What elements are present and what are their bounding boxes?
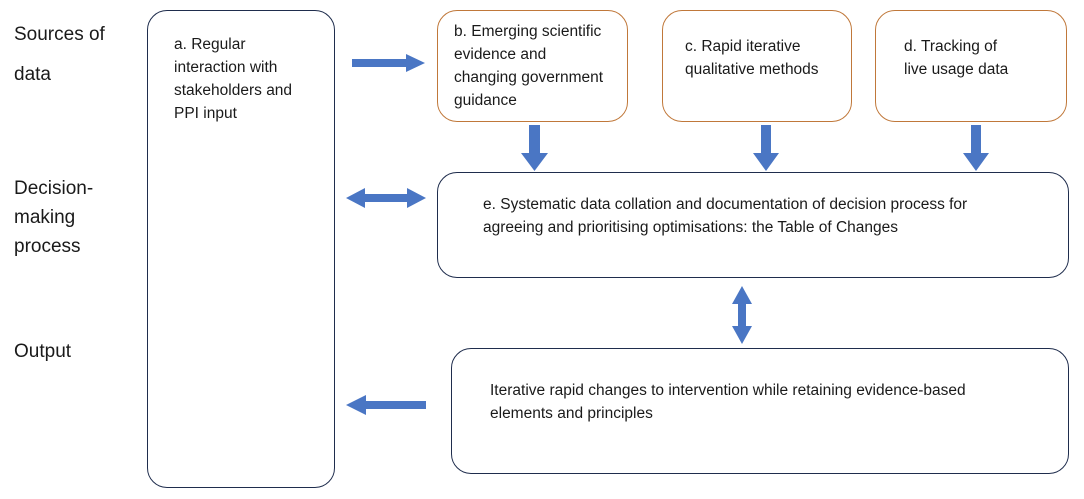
- left-arrow-icon: [346, 395, 426, 415]
- box-qualitative-methods: c. Rapid iterative qualitative methods: [662, 10, 852, 122]
- row-label-decision: Decision- making process: [14, 174, 93, 261]
- down-arrow-icon: [963, 125, 989, 171]
- left-right-arrow-icon: [346, 188, 426, 208]
- box-scientific-evidence-line-2: evidence and: [454, 46, 547, 63]
- box-qualitative-methods-line-1: c. Rapid iterative: [685, 38, 801, 55]
- down-arrow-icon: [753, 125, 779, 171]
- box-usage-data-line-1: d. Tracking of: [904, 38, 998, 55]
- row-label-output: Output: [14, 337, 71, 366]
- box-stakeholders-line-1: a. Regular: [174, 36, 246, 53]
- box-stakeholders-line-3: stakeholders and: [174, 82, 293, 99]
- box-stakeholders-line-4: PPI input: [174, 105, 237, 122]
- right-arrow-icon: [352, 54, 425, 72]
- up-down-arrow-icon: [732, 286, 752, 344]
- box-decision-process-line-1: e. Systematic data collation and documen…: [483, 196, 968, 213]
- box-scientific-evidence-line-4: guidance: [454, 92, 517, 109]
- box-output: Iterative rapid changes to intervention …: [451, 348, 1069, 474]
- row-label-sources-line-2: data: [14, 64, 51, 85]
- box-usage-data-line-2: live usage data: [904, 61, 1009, 78]
- row-label-decision-line-1: Decision-: [14, 178, 94, 199]
- row-label-sources-line-1: Sources of: [14, 24, 105, 45]
- box-decision-process-line-2: agreeing and prioritising optimisations:…: [483, 219, 899, 236]
- box-qualitative-methods-line-2: qualitative methods: [685, 61, 819, 78]
- box-decision-process: e. Systematic data collation and documen…: [437, 172, 1069, 278]
- box-output-line-1: Iterative rapid changes to intervention …: [490, 382, 966, 399]
- box-output-line-2: elements and principles: [490, 405, 653, 422]
- row-label-sources: Sources of data: [14, 20, 105, 89]
- box-scientific-evidence-line-3: changing government: [454, 69, 604, 86]
- row-label-decision-line-3: process: [14, 236, 81, 257]
- box-stakeholders-line-2: interaction with: [174, 59, 278, 76]
- down-arrow-icon: [521, 125, 548, 171]
- box-scientific-evidence: b. Emerging scientific evidence and chan…: [437, 10, 628, 122]
- box-stakeholders: a. Regular interaction with stakeholders…: [147, 10, 335, 488]
- row-label-decision-line-2: making: [14, 207, 76, 228]
- box-usage-data: d. Tracking of live usage data: [875, 10, 1067, 122]
- row-label-output-line-1: Output: [14, 341, 72, 362]
- box-scientific-evidence-line-1: b. Emerging scientific: [454, 23, 602, 40]
